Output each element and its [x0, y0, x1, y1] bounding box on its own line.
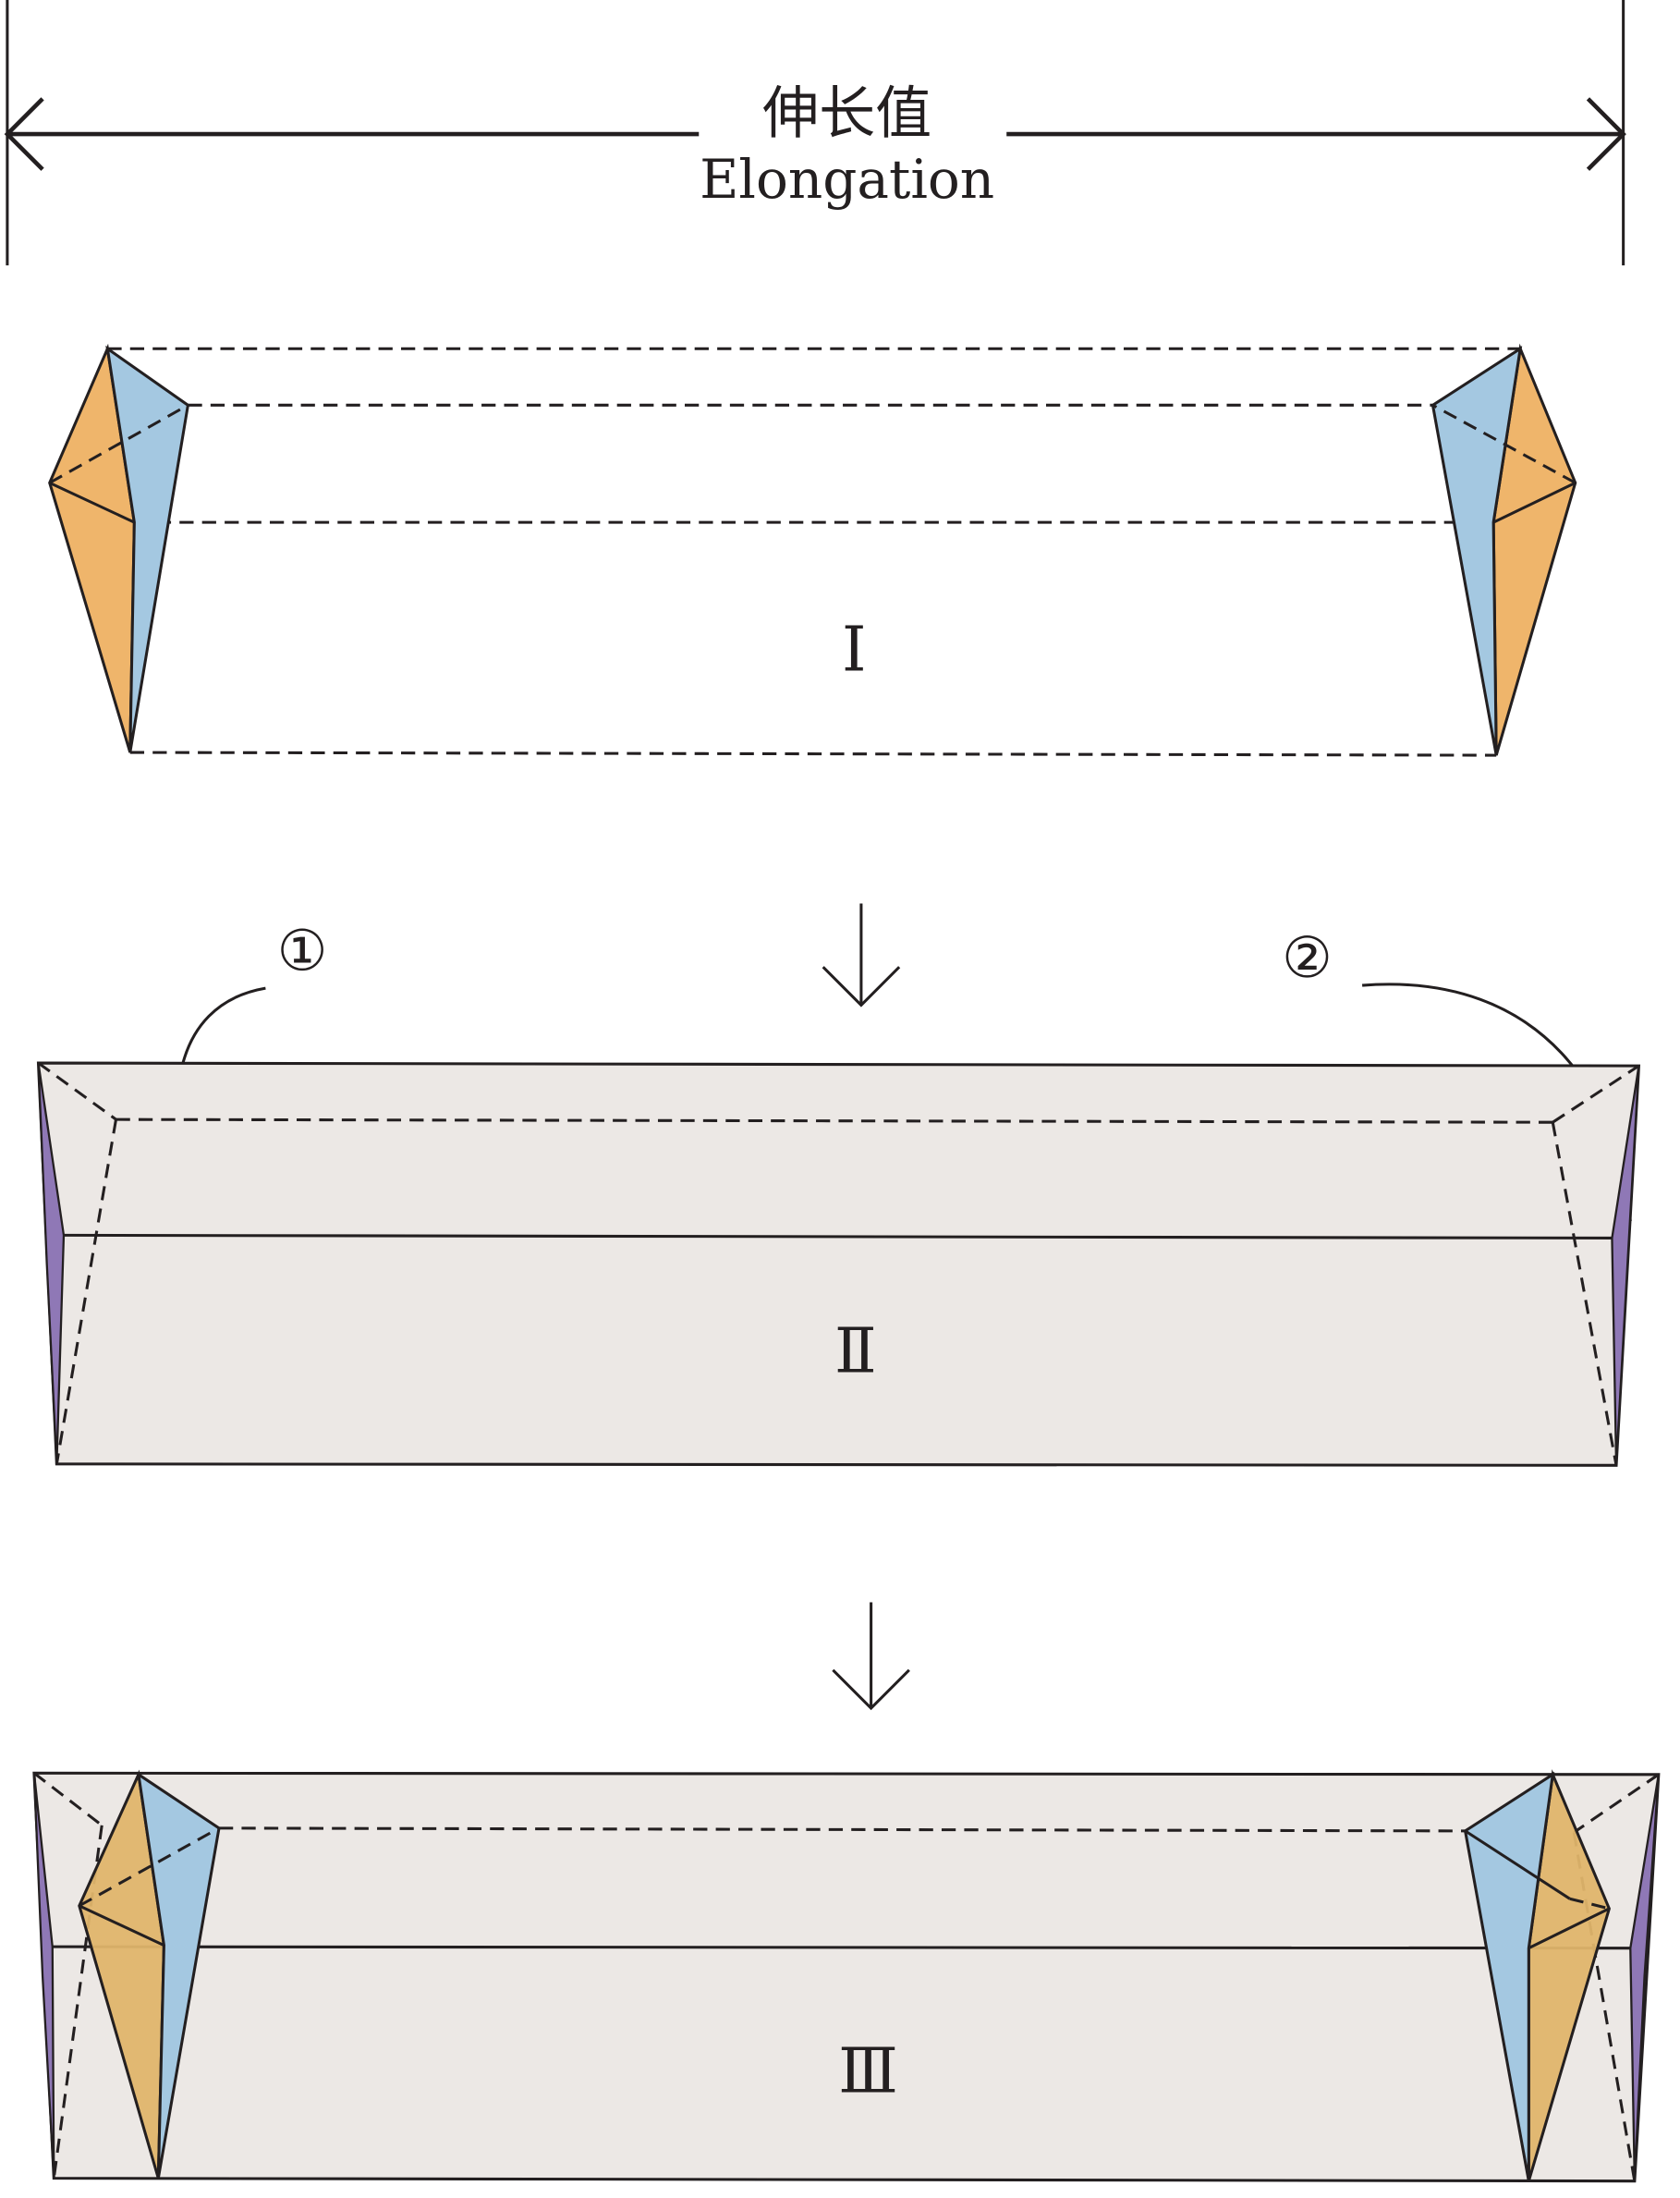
stage-3-label: Ⅲ [838, 2034, 898, 2106]
down-arrow-icon [832, 1602, 910, 1711]
title-english: Elongation [700, 148, 994, 211]
right-crystal [1430, 343, 1577, 756]
stage-1: Ⅰ [48, 343, 1577, 757]
callout-1-label: ① [277, 918, 328, 983]
elongation-dimension: 伸长值 Elongation [4, 0, 1626, 266]
title-chinese: 伸长值 [762, 81, 931, 147]
stage-2: Ⅱ [36, 1061, 1641, 1467]
left-crystal [48, 343, 190, 753]
stage-1-label: Ⅰ [842, 613, 867, 685]
down-arrow-icon [822, 903, 901, 1007]
left-purple-face [32, 1773, 55, 2179]
stage-3: Ⅲ [32, 1769, 1661, 2183]
right-arrowhead-icon [1586, 97, 1626, 171]
callout-2-label: ② [1282, 925, 1333, 991]
right-crystal [1463, 1769, 1611, 2182]
stage-2-label: Ⅱ [834, 1315, 877, 1387]
left-arrowhead-icon [4, 97, 44, 171]
left-crystal [78, 1769, 221, 2180]
right-purple-face [1629, 1774, 1660, 2181]
